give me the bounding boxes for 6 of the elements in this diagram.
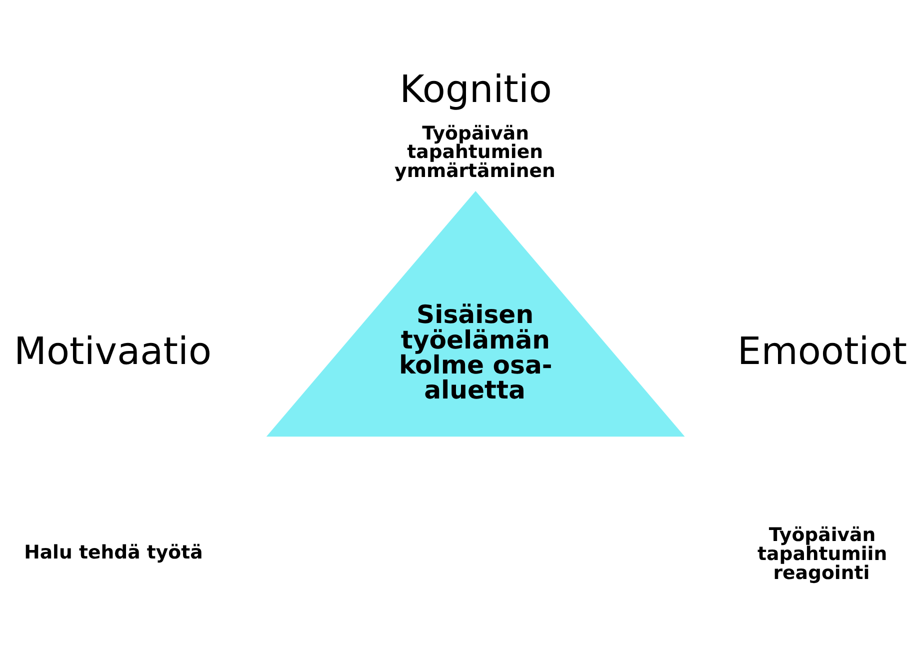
- label: Halu tehdä työtä: [24, 542, 202, 564]
- label: Työpäivän tapahtumien ymmärtäminen: [394, 123, 555, 182]
- label: Työpäivän tapahtumiin reagointi: [757, 525, 887, 584]
- label: Motivaatio: [14, 329, 211, 374]
- label: Kognitio: [399, 67, 552, 112]
- label: Emootiot: [736, 329, 907, 374]
